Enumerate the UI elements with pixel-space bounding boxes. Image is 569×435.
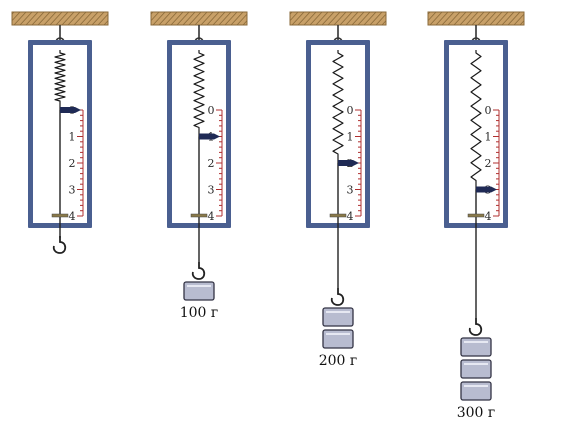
scale-number: 4 <box>69 210 76 223</box>
hook <box>52 236 67 254</box>
weight <box>322 307 354 327</box>
ceiling-hatching <box>428 12 524 25</box>
scale-number: 1 <box>69 131 76 144</box>
weight <box>322 329 354 349</box>
weight <box>460 337 492 357</box>
spring <box>54 50 66 110</box>
bottom-guide <box>51 213 69 218</box>
scale-number: 3 <box>208 184 215 197</box>
scale-number: 0 <box>208 104 215 117</box>
weight <box>460 359 492 379</box>
pointer <box>338 160 359 166</box>
ceiling-hatching <box>290 12 386 25</box>
mass-label: 200 г <box>319 353 358 369</box>
scale-number: 3 <box>69 184 76 197</box>
bottom-guide <box>190 213 208 218</box>
scale-number: 1 <box>347 131 354 144</box>
scale-number: 0 <box>485 104 492 117</box>
scale-number: 0 <box>347 104 354 117</box>
weight <box>460 381 492 401</box>
scale-number: 2 <box>69 157 76 170</box>
scale-number: 4 <box>347 210 354 223</box>
mass-label: 100 г <box>180 305 219 321</box>
bottom-guide <box>329 213 347 218</box>
mass-label: 300 г <box>457 405 496 421</box>
scale-number: 2 <box>485 157 492 170</box>
scale-number: 3 <box>347 184 354 197</box>
scale-number: 2 <box>208 157 215 170</box>
spring <box>470 50 482 190</box>
hook <box>330 288 345 306</box>
dynamometer: 01234300 г <box>427 11 525 421</box>
pointer <box>60 107 81 113</box>
spring <box>332 50 344 163</box>
dynamometer-group: 0123401234100 г01234200 г01234300 г <box>11 11 525 421</box>
scale-number: 4 <box>485 210 492 223</box>
hook <box>468 318 483 336</box>
pointer <box>476 186 497 193</box>
ceiling-hatching <box>151 12 247 25</box>
weight <box>183 281 215 301</box>
pointer <box>199 133 220 140</box>
dynamometer: 01234 <box>11 11 109 254</box>
scale-number: 1 <box>485 131 492 144</box>
dynamometer: 01234200 г <box>289 11 387 369</box>
dynamometer: 01234100 г <box>150 11 248 321</box>
scale-number: 4 <box>208 210 215 223</box>
hook <box>191 262 206 280</box>
bottom-guide <box>467 213 485 218</box>
spring <box>193 50 205 137</box>
ceiling-hatching <box>12 12 108 25</box>
